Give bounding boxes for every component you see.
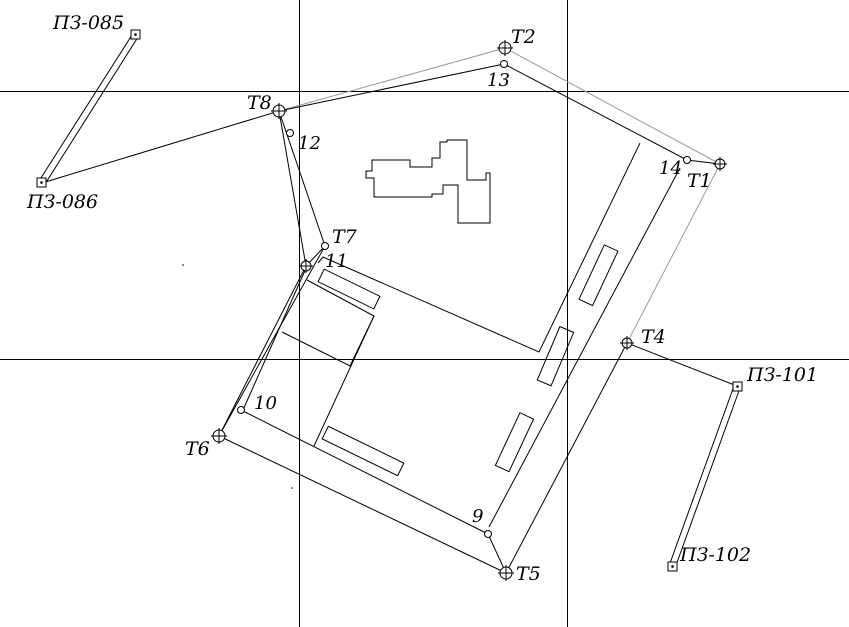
square-marker-pz086 [36, 177, 47, 188]
site-inner-block [281, 279, 375, 367]
line-t8-13 [278, 63, 505, 112]
station-marker-t5 [498, 565, 514, 581]
gray-line-t1-t4 [626, 163, 721, 344]
label-pz085: ПЗ-085 [52, 12, 124, 34]
station-markers [211, 40, 727, 581]
line-10-9 [240, 409, 489, 535]
square-marker-pz102 [667, 561, 678, 572]
site-boundary-west [242, 265, 308, 411]
double-line-pz085-a [38, 34, 133, 182]
point-markers [237, 60, 691, 538]
label-t2: T2 [511, 26, 536, 48]
line-14-t1 [686, 159, 721, 165]
label-10: 10 [254, 393, 277, 414]
point-marker-9 [484, 530, 492, 538]
line-pz086-t8 [41, 110, 280, 184]
line-t8-11 [278, 110, 307, 267]
label-pz101: ПЗ-101 [746, 364, 818, 386]
gray-line-t8-t2 [278, 47, 506, 112]
label-pz086: ПЗ-086 [26, 191, 98, 213]
building-3 [578, 244, 619, 307]
station-marker-11 [299, 259, 313, 273]
building-4 [536, 325, 575, 387]
double-line-pz101-a [668, 385, 735, 567]
label-pz102: ПЗ-102 [679, 544, 751, 566]
line-13-14 [503, 63, 688, 161]
label-9: 9 [472, 506, 483, 527]
benchmark-markers [36, 29, 743, 572]
site-boundary-outer [317, 142, 641, 353]
building-main [365, 139, 491, 224]
line-11-t6 [218, 265, 307, 437]
building-2 [321, 425, 405, 477]
benchmark-pair-lines [38, 34, 741, 569]
station-marker-t4 [620, 336, 634, 350]
label-t6: T6 [185, 438, 210, 460]
label-11: 11 [325, 251, 348, 272]
building-1 [317, 268, 381, 310]
label-13: 13 [487, 70, 510, 91]
label-t7: T7 [332, 226, 358, 248]
line-t5-t4 [505, 342, 628, 574]
station-marker-t8 [271, 103, 287, 119]
line-t8-t7 [278, 110, 326, 247]
label-t1: T1 [687, 170, 712, 192]
site-outlines [242, 139, 681, 528]
label-14: 14 [659, 158, 682, 179]
station-marker-t1 [713, 157, 727, 171]
traverse-gray-lines [278, 47, 721, 344]
stray-dots [182, 264, 293, 489]
label-t4: T4 [641, 326, 666, 348]
double-line-pz085-b [44, 36, 139, 185]
site-boundary-east [488, 167, 681, 528]
point-marker-13 [500, 60, 508, 68]
point-marker-t7 [321, 242, 329, 250]
label-t8: T8 [247, 92, 272, 114]
point-marker-12 [286, 129, 294, 137]
label-12: 12 [298, 133, 321, 154]
line-t6-t5 [218, 435, 507, 574]
station-marker-t2 [497, 40, 513, 56]
label-t5: T5 [516, 563, 541, 585]
stray-dot-2 [291, 487, 293, 489]
point-marker-10 [237, 406, 245, 414]
station-marker-t6 [211, 428, 227, 444]
double-line-pz101-b [674, 387, 741, 569]
line-t4-pz101 [626, 342, 738, 387]
gray-line-t2-t1 [504, 47, 721, 165]
square-marker-pz101 [732, 381, 743, 392]
line-t7-t6 [218, 245, 326, 437]
building-5 [494, 412, 535, 473]
point-marker-14 [683, 156, 691, 164]
square-marker-pz085 [130, 29, 141, 40]
traverse-lines [41, 63, 738, 574]
stray-dot-1 [182, 264, 184, 266]
labels: ПЗ-085 ПЗ-086 ПЗ-101 ПЗ-102 T1 T2 T4 T5 … [26, 12, 818, 585]
line-9-t5 [487, 533, 507, 574]
site-inner-line [313, 315, 375, 447]
